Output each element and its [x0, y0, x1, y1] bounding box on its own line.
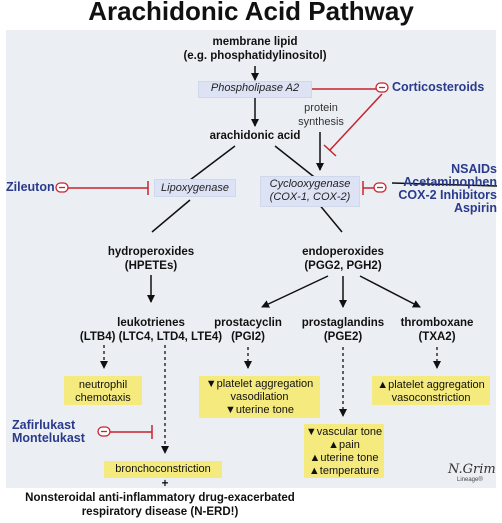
membrane-lipid-label: membrane lipid — [212, 36, 298, 48]
bronchoconstriction-box: bronchoconstriction — [104, 461, 222, 478]
leukotrienes-types-label: (LTB4) (LTC4, LTD4, LTE4) — [79, 331, 223, 343]
effect-line: ▼uterine tone — [225, 404, 294, 416]
effect-line: chemotaxis — [75, 392, 131, 404]
effect-line: vasodilation — [230, 391, 289, 403]
branch-to-cyclooxygenase — [274, 145, 319, 181]
effect-line: ▼platelet aggregation — [205, 378, 314, 390]
effect-line: ▼vascular tone — [305, 426, 383, 438]
zafirlukast-drug: Zafirlukast — [12, 418, 76, 432]
acetaminophen-drug: Acetaminophen — [403, 175, 497, 189]
cyclooxygenase-enzyme: Cyclooxygenase (COX-1, COX-2) — [260, 176, 360, 207]
plus-sign: + — [161, 478, 169, 490]
nerd-label-line2: respiratory disease (N-ERD!) — [81, 506, 239, 518]
prostaglandin-effects-box: ▼vascular tone ▲pain ▲uterine tone ▲temp… — [304, 424, 384, 478]
cyclooxygenase-label: Cyclooxygenase — [269, 178, 351, 190]
lipoxygenase-enzyme: Lipoxygenase — [154, 179, 236, 197]
effect-line: vasoconstriction — [391, 392, 471, 404]
cox-isoforms-label: (COX-1, COX-2) — [269, 191, 351, 203]
hydroperoxides-label: hydroperoxides — [107, 246, 195, 258]
txa2-label: (TXA2) — [418, 331, 456, 343]
arrow-endo-to-prostacyclin — [261, 275, 329, 308]
branch-cyclooxygenase-to-endoperoxides — [317, 202, 343, 233]
cox2-inhibitors-drug: COX-2 Inhibitors — [398, 188, 497, 202]
neutrophil-chemotaxis-box: neutrophil chemotaxis — [64, 376, 142, 405]
signature-subtext: Lineage® — [457, 477, 483, 483]
inhibit-corticosteroids-protein-synthesis — [329, 93, 383, 151]
pgg2-pgh2-label: (PGG2, PGH2) — [304, 260, 382, 272]
pgi2-label: (PGI2) — [231, 331, 265, 343]
effect-line: ▲uterine tone — [309, 452, 379, 464]
page-title: Arachidonic Acid Pathway — [88, 0, 414, 26]
membrane-lipid-example: (e.g. phosphatidylinositol) — [183, 50, 327, 62]
nerd-label-line1: Nonsteroidal anti-inflammatory drug-exac… — [25, 492, 295, 504]
effect-line: ▲pain — [328, 439, 360, 451]
artist-signature: N.Grim — [448, 462, 496, 477]
prostacyclin-label: prostacyclin — [214, 317, 282, 329]
prostaglandins-label: prostaglandins — [301, 317, 385, 329]
hpetes-label: (HPETEs) — [124, 260, 178, 272]
branch-lipoxygenase-to-hpetes — [151, 199, 191, 233]
corticosteroids-drug: Corticosteroids — [392, 80, 485, 94]
arrow-endo-to-thromboxane — [359, 275, 421, 308]
zileuton-drug: Zileuton — [6, 180, 55, 194]
leukotrienes-label: leukotrienes — [117, 317, 185, 329]
thromboxane-effects-box: ▲platelet aggregation vasoconstriction — [372, 376, 490, 405]
branch-to-lipoxygenase — [189, 145, 236, 181]
montelukast-drug: Montelukast — [12, 431, 85, 445]
effect-line: neutrophil — [78, 379, 128, 391]
arachidonic-acid-label: arachidonic acid — [209, 130, 301, 142]
phospholipase-a2-enzyme: Phospholipase A2 — [198, 81, 312, 98]
pge2-label: (PGE2) — [323, 331, 363, 343]
acetaminophen-strikethrough — [391, 182, 498, 187]
nsaids-drug: NSAIDs — [451, 162, 497, 176]
synthesis-label: synthesis — [298, 116, 344, 128]
effect-line: ▲temperature — [308, 465, 380, 477]
thromboxane-label: thromboxane — [400, 317, 474, 329]
protein-label: protein — [304, 102, 338, 114]
effect-line: ▲platelet aggregation — [377, 379, 485, 391]
aspirin-drug: Aspirin — [453, 201, 497, 215]
endoperoxides-label: endoperoxides — [302, 246, 384, 258]
prostacyclin-effects-box: ▼platelet aggregation vasodilation ▼uter… — [199, 376, 320, 418]
